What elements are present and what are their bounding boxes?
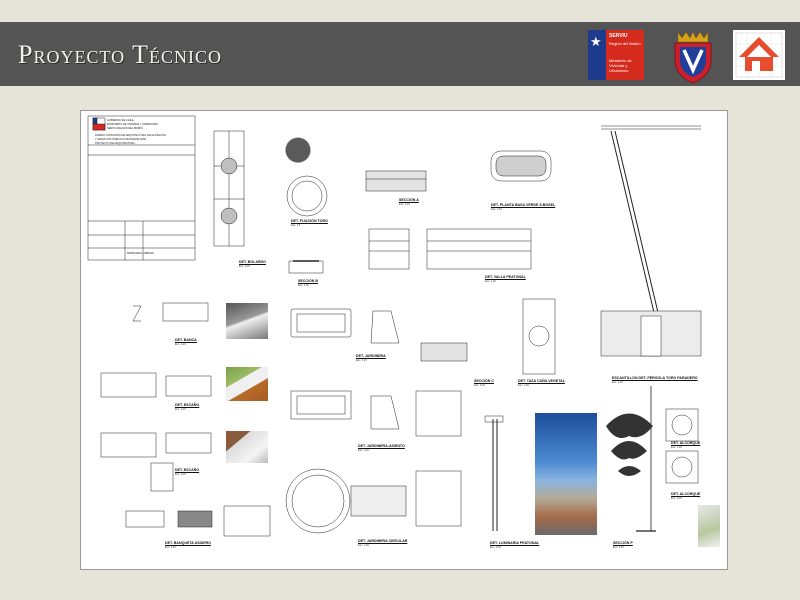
detail-scale: Esc. 1:20: [485, 280, 496, 283]
detail-scale: Esc. 1:20: [612, 381, 623, 384]
detail-scale: Esc. 1:20: [175, 343, 186, 346]
detail-label: DET. ALCORQUE: [671, 441, 701, 445]
serviu-logo-line: Vivienda y: [609, 63, 628, 68]
chile-star-icon: ★: [590, 34, 602, 49]
detail-scale: Esc. 1:20: [491, 208, 502, 211]
detail-label: DET. LUMINARIA PEATONAL: [490, 541, 540, 545]
detail-label: DET. JARDINERA-ASIENTO: [358, 444, 405, 448]
detail-label: DET. VALLA PEATONAL: [485, 275, 526, 279]
title-block-text: Y SERVICIOS PÚBLICOS MUNICIPALIDAD: [95, 138, 147, 141]
title-block-text: PROYECTO DE ARQUITECTURA: [95, 142, 135, 145]
detail-label: DET. FIJACIÓN TORO: [291, 219, 328, 223]
detail-scale: Esc. 1:20: [671, 446, 682, 449]
detail-label: DET. ESCAÑO: [175, 403, 200, 407]
title-block-text: SERVIU REGIÓN DEL BIOBÍO: [107, 127, 143, 130]
detail-scale: Esc. 1:20: [239, 265, 250, 268]
detail-label: SECCIÓN A: [399, 198, 419, 202]
detail-scale: Esc. 1:20: [358, 544, 369, 547]
title-block-text: GOBIERNO DE CHILE: [107, 119, 134, 122]
detail-label: DET. ALCORQUE: [671, 492, 701, 496]
red-house-icon: [733, 30, 785, 80]
detail-label: SECCIÓN P: [613, 541, 633, 545]
bench-wood-photo: [226, 367, 268, 401]
detail-scale: Esc. 1:20: [613, 546, 624, 549]
slide-header: Proyecto Técnico ★ SERVIU Región del Bio…: [0, 22, 800, 86]
seat-photo: [226, 431, 268, 463]
tree-grate-photo: [698, 505, 720, 547]
detail-label: DET. ESCAÑO: [175, 468, 200, 472]
detail-scale: Esc. 1:20: [490, 546, 501, 549]
detail-scale: Esc. 1:5: [291, 224, 301, 227]
bench-photo: [226, 303, 268, 339]
drawing-linework: [87, 115, 702, 537]
detail-label: DET. JARDINERA: [356, 354, 386, 358]
luminaire-photo: [535, 413, 597, 535]
serviu-logo-line: Urbanismo: [609, 68, 629, 73]
detail-scale: Esc. 1:20: [175, 473, 186, 476]
serviu-logo: ★ SERVIU Región del Biobío Ministerio de…: [588, 30, 644, 80]
bollard-photo: [283, 127, 313, 169]
detail-label: ESCANTILLÓN DET. PÉRGOLA TORO PARADERO: [612, 376, 698, 380]
detail-scale: Esc. 1:20: [671, 497, 682, 500]
detail-label: DET. PLANTA BASA VERDE S.BOSEL: [491, 203, 556, 207]
serviu-logo-name: SERVIU: [609, 33, 628, 39]
detail-label: DET. JARDINERA CIRCULAR: [358, 539, 408, 543]
serviu-red-band: [606, 30, 644, 80]
detail-label: DET. BANCA: [175, 338, 197, 342]
technical-drawing-sheet: GOBIERNO DE CHILE MINISTERIO DE VIVIENDA…: [80, 110, 728, 570]
municipal-shield-icon: [672, 30, 714, 84]
detail-scale: Esc. 1:20: [356, 359, 367, 362]
detail-label: DET. TAZA CAÑA VEGETAL: [518, 379, 565, 383]
detail-label: SECCIÓN B: [298, 279, 318, 283]
detail-scale: Esc. 1:20: [298, 284, 309, 287]
detail-label: DET. BOLARDO: [239, 260, 266, 264]
detail-scale: Esc. 1:20: [165, 546, 176, 549]
detail-scale: Esc. 1:20: [399, 203, 410, 206]
serviu-blue-band: [588, 30, 606, 80]
serviu-logo-line: Ministerio de: [609, 58, 632, 63]
title-block-text: MINISTERIO DE VIVIENDA Y URBANISMO: [107, 123, 158, 126]
title-block-footer: MOBILIARIO URBANO: [127, 252, 154, 255]
detail-label: SECCIÓN C: [474, 379, 494, 383]
title-block-text: DISEÑO CONCURSO DE ARQUITECTURA SALVA PE…: [95, 134, 166, 137]
detail-scale: Esc. 1:20: [358, 449, 369, 452]
detail-scale: Esc. 1:20: [474, 384, 485, 387]
detail-label: DET. BANQUETA ASIDERO: [165, 541, 211, 545]
detail-scale: Esc. 1:20: [518, 384, 529, 387]
serviu-logo-line: Región del Biobío: [609, 41, 641, 46]
detail-scale: Esc. 1:20: [175, 408, 186, 411]
slide-title: Proyecto Técnico: [18, 40, 223, 69]
